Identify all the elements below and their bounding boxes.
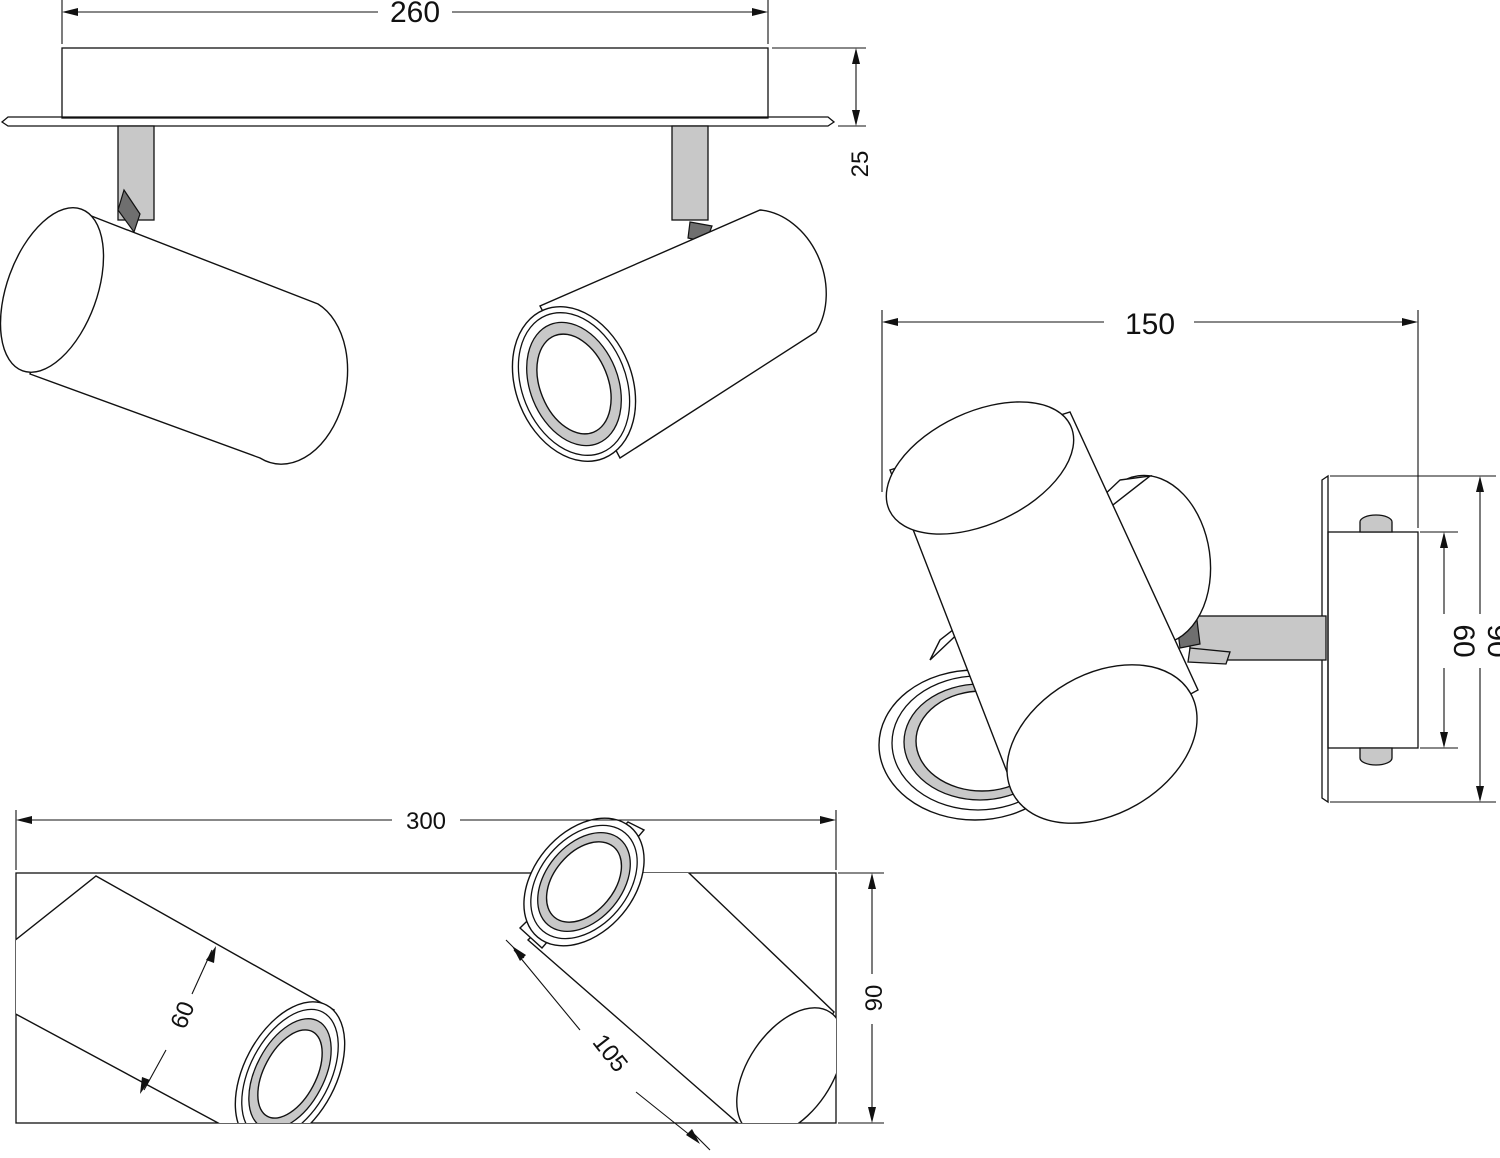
- dim-label-90-side: 90: [1481, 624, 1500, 657]
- wall-flange: [1321, 474, 1329, 804]
- front-view: 260 25: [0, 0, 874, 465]
- right-spotlight-head: [511, 209, 827, 462]
- dim-label-260: 260: [390, 0, 440, 29]
- top-view: 300 90 60 105: [15, 808, 888, 1151]
- bottom-screw: [1359, 747, 1393, 766]
- top-left-spotlight-head: [16, 875, 346, 1123]
- top-right-spotlight-lens: [518, 817, 646, 950]
- dim-inner-height-60: 60: [1420, 531, 1480, 749]
- dim-outer-height-90: 90: [1330, 475, 1500, 803]
- front-spotlight-head: [885, 401, 1199, 824]
- dim-depth-150: 150: [881, 308, 1419, 528]
- dim-width-260: 260: [61, 0, 769, 44]
- side-view: 150 60 90: [878, 308, 1500, 824]
- plate-flange: [0, 116, 836, 127]
- dim-width-90-top: 90: [838, 872, 888, 1124]
- dim-label-25: 25: [847, 151, 874, 178]
- left-spotlight-head: [0, 207, 349, 465]
- dim-height-25: 25: [772, 47, 874, 178]
- dim-label-105: 105: [587, 1029, 633, 1077]
- dim-label-150: 150: [1125, 308, 1175, 341]
- dim-label-300: 300: [406, 808, 446, 835]
- arm-clip: [1187, 647, 1231, 665]
- right-stem: [671, 125, 709, 221]
- top-screw: [1359, 514, 1393, 533]
- dim-length-300: 300: [15, 808, 837, 870]
- wall-plate: [1327, 531, 1419, 749]
- dim-label-60-side: 60: [1447, 624, 1480, 657]
- dim-label-90-top: 90: [861, 985, 888, 1012]
- mounting-plate: [61, 47, 769, 119]
